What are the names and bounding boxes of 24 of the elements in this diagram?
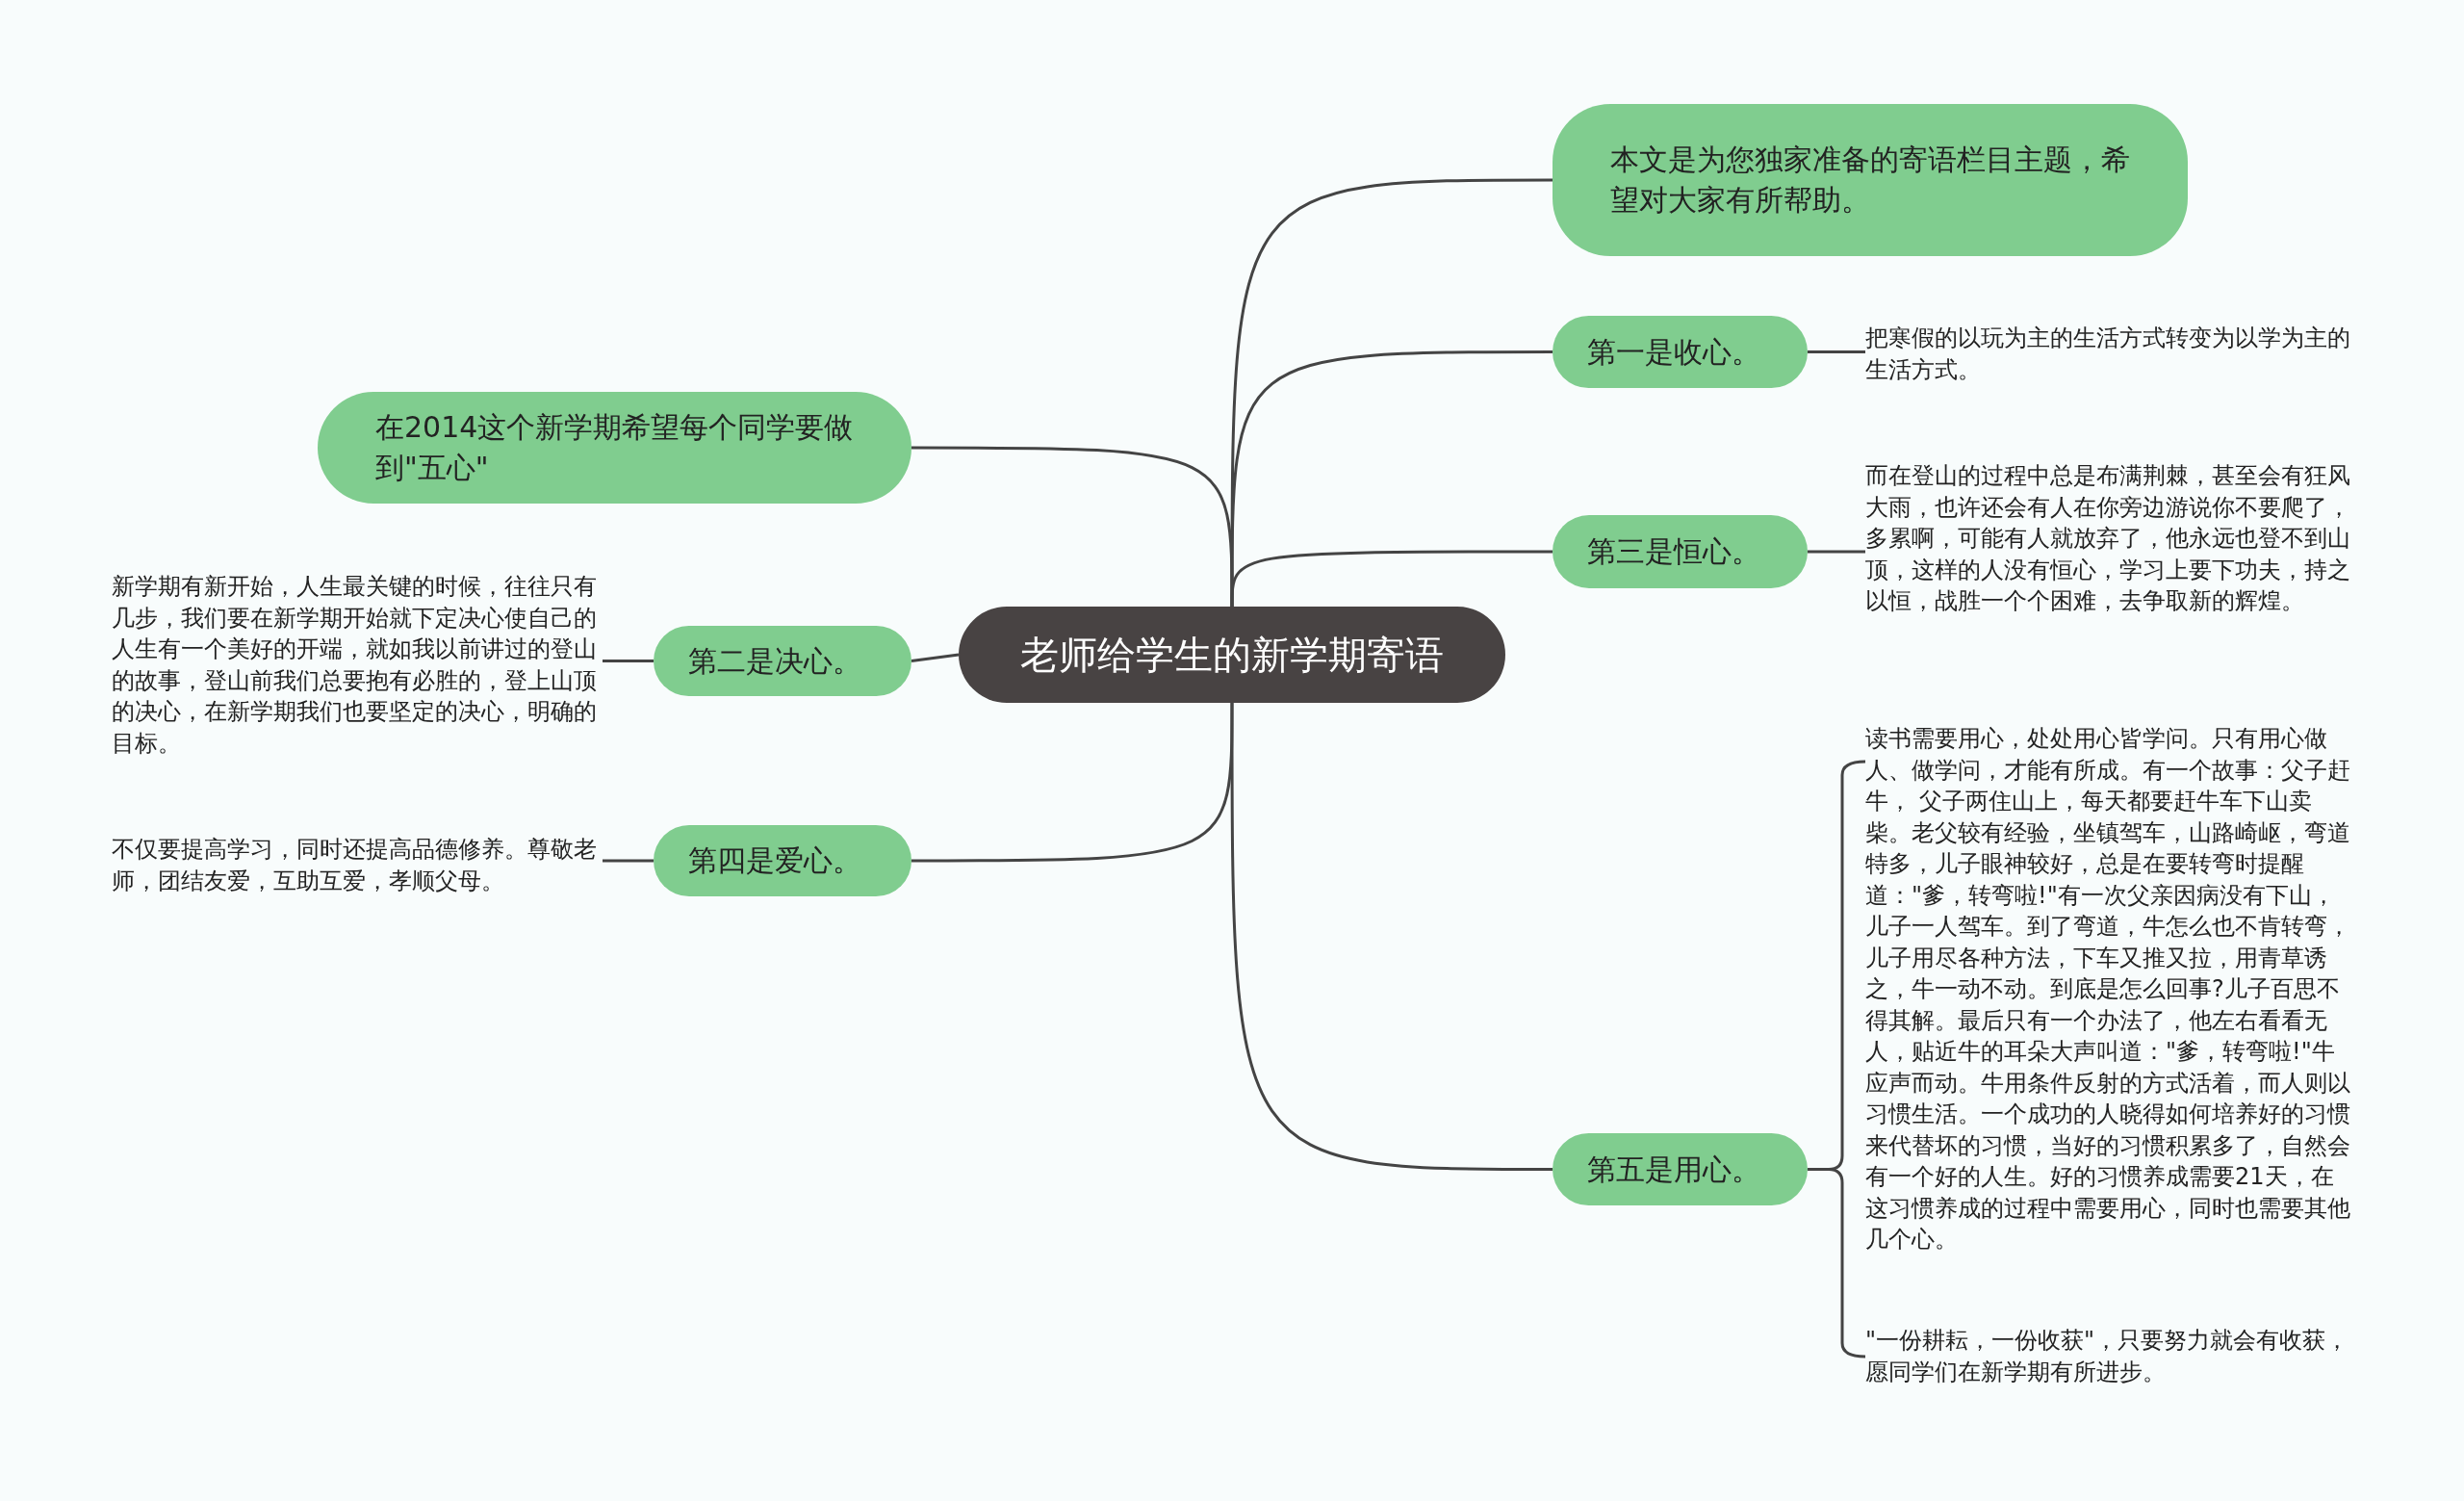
topic-pill: 本文是为您独家准备的寄语栏目主题，希望对大家有所帮助。 (1553, 104, 2188, 256)
topic-pill: 第四是爱心。 (654, 825, 911, 896)
connector (603, 660, 654, 662)
connector (1808, 350, 1865, 353)
note-text: 不仅要提高学习，同时还提高品德修养。尊敬老师，团结友爱，互助互爱，孝顺父母。 (112, 834, 603, 897)
connector (1230, 350, 1553, 607)
connector (911, 653, 960, 662)
central-topic: 老师给学生的新学期寄语 (959, 607, 1505, 703)
topic-pill: 第五是用心。 (1553, 1133, 1808, 1205)
note-text: 而在登山的过程中总是布满荆棘，甚至会有狂风大雨，也许还会有人在你旁边游说你不要爬了，多累啊，可能有人就放弃了，他永远也登不到山顶，这样的人没有恒心，学习上要下功夫，持之以恒，战胜一个个困难，去争取新的辉煌。 (1865, 460, 2356, 649)
note-text: 读书需要用心，处处用心皆学问。只有用心做人、做学问，才能有所成。有一个故事：父子赶牛， 父子两住山上，每天都要赶牛车下山卖柴。老父较有经验，坐镇驾车，山路崎岖，弯道特多，儿子眼神较好，总是在要转弯时提醒道："爹，转弯啦!"有一次父亲因病没有下山，儿子一人驾车。到了弯道，牛怎么也不肯转弯，儿子用尽各种方法，下车又推又拉，用青草诱之，牛一动不动。到底是怎么回事?儿子百思不得其解。最后只有一个办法了，他左右看看无人，贴近牛的耳朵大声叫道："爹，转弯啦!"牛应声而动。牛用条件反射的方式活着，而人则以习惯生活。一个成功的人晓得如何培养好的习惯来代替坏的习惯，当好的习惯积累多了，自然会有一个好的人生。好的习惯养成需要21天，在这习惯养成的过程中需要用心，同时也需要其他几个心。 (1865, 723, 2356, 1251)
note-text: "一份耕耘，一份收获"，只要努力就会有收获，愿同学们在新学期有所进步。 (1865, 1325, 2356, 1388)
topic-pill: 第二是决心。 (654, 626, 911, 696)
connector (911, 703, 1234, 863)
topic-pill: 第一是收心。 (1553, 316, 1808, 388)
connector (911, 446, 1234, 607)
note-text: 新学期有新开始，人生最关键的时候，往往只有几步，我们要在新学期开始就下定决心使自己的人生有一个美好的开端，就如我以前讲过的登山的故事，登山前我们总要抱有必胜的，登上山顶的决心，在新学期我们也要坚定的决心，明确的目标。 (112, 571, 603, 760)
topic-pill: 第三是恒心。 (1553, 515, 1808, 588)
note-text: 把寒假的以玩为主的生活方式转变为以学为主的生活方式。 (1865, 323, 2356, 386)
connector (603, 859, 654, 863)
connector (1808, 550, 1865, 554)
connector (1230, 703, 1553, 1171)
topic-pill: 在2014这个新学期希望每个同学要做到"五心" (318, 392, 911, 504)
connector (1230, 550, 1553, 608)
